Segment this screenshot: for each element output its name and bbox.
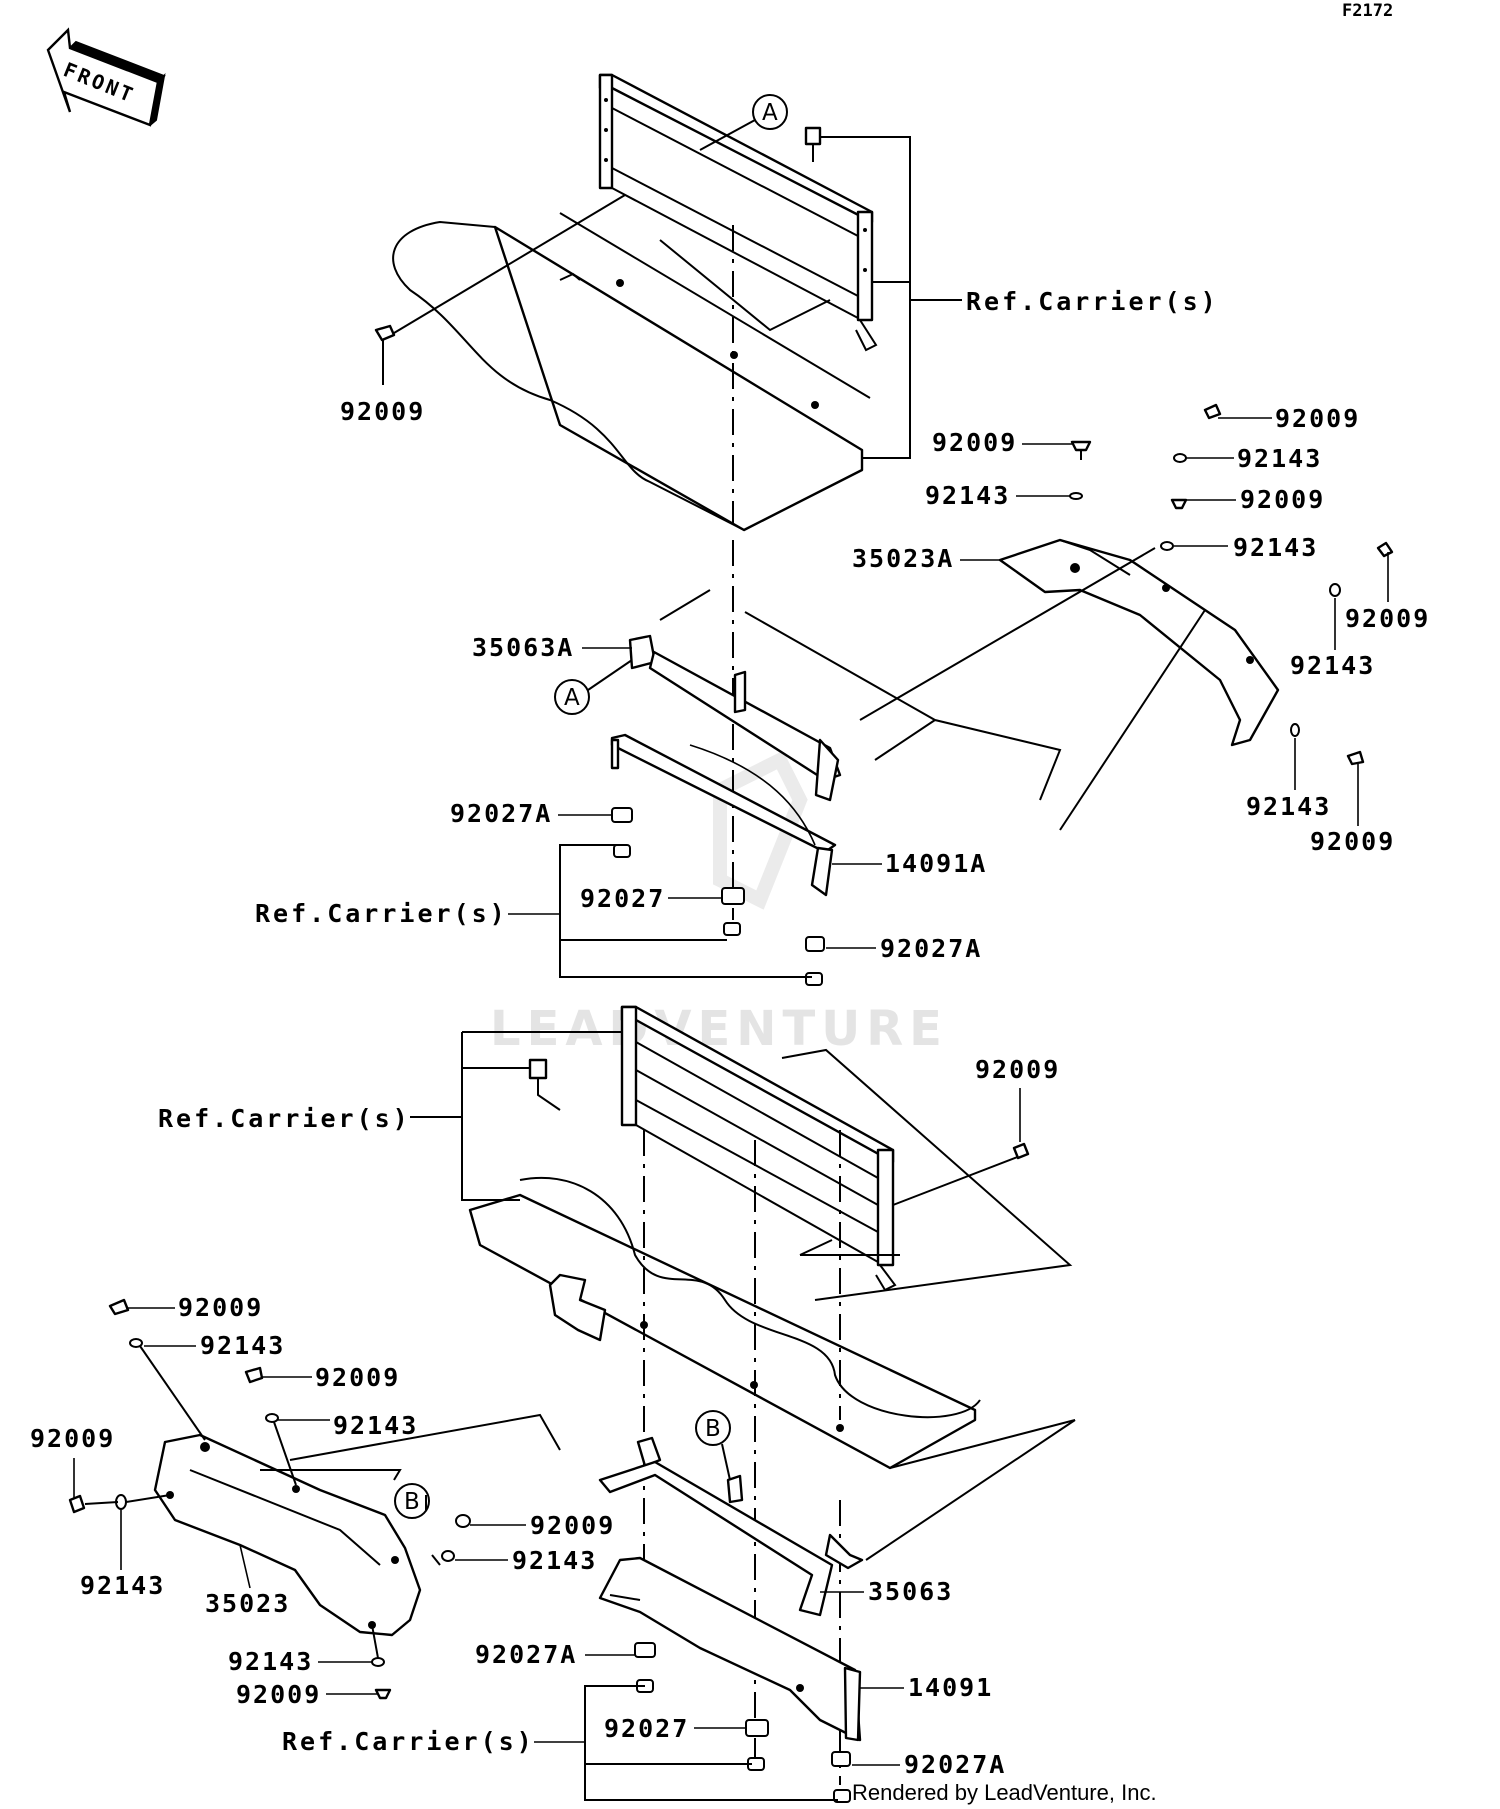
upper-ref-carrier-bracket <box>559 844 812 978</box>
lower-left-hardware <box>68 1298 471 1700</box>
label-92143-d: 92143 <box>1290 651 1375 680</box>
label-92009-c: 92009 <box>1240 485 1325 514</box>
upper-assembly: A A <box>374 73 1394 986</box>
upper-left-screw <box>374 194 626 385</box>
lower-nuts <box>634 1642 851 1803</box>
upper-tailgate-frame <box>598 73 878 352</box>
label-92009-lower-d: 92009 <box>530 1511 615 1540</box>
lower-bed-panel <box>468 1176 1076 1470</box>
label-92027A-upper-b: 92027A <box>880 934 982 963</box>
leadventure-watermark: LEADVENTURE <box>490 750 948 1057</box>
lower-screw-leader <box>892 1155 1021 1206</box>
label-ref-carrier-lower: Ref.Carrier(s) <box>282 1727 535 1756</box>
label-92143-lower-a: 92143 <box>200 1331 285 1360</box>
callout-b-right-label: B <box>705 1416 721 1442</box>
label-92009-lower-a: 92009 <box>178 1293 263 1322</box>
lower-bolt <box>462 1058 561 1111</box>
fender-35023 <box>153 1433 422 1637</box>
lower-assembly: B B <box>68 1005 1076 1803</box>
lower-ref-carrier-bracket <box>584 1685 838 1801</box>
label-92009-lower-e: 92009 <box>236 1680 321 1709</box>
callout-a-lower-label: A <box>564 685 580 711</box>
fender-a-link <box>744 611 1062 801</box>
label-92143-lower-e: 92143 <box>228 1647 313 1676</box>
upper-bolt <box>804 126 822 162</box>
label-92143-e: 92143 <box>1246 792 1331 821</box>
upper-ref-bracket <box>820 136 911 459</box>
bracket-14091A <box>610 733 837 897</box>
label-92009-lower-b: 92009 <box>315 1363 400 1392</box>
label-92009-b: 92009 <box>932 428 1017 457</box>
label-92009-lower-c: 92009 <box>30 1424 115 1453</box>
footer-credit: Rendered by LeadVenture, Inc. <box>852 1780 1157 1805</box>
label-92009-upper-left: 92009 <box>340 397 425 426</box>
label-92143-lower-b: 92143 <box>333 1411 418 1440</box>
label-92027A-lower-a: 92027A <box>475 1640 577 1669</box>
bracket-14091 <box>598 1556 862 1742</box>
front-direction-arrow-icon: FRONT <box>46 27 166 127</box>
callout-a-top: A <box>699 94 788 151</box>
label-92143-lower-c: 92143 <box>512 1546 597 1575</box>
label-92143-c: 92143 <box>1233 533 1318 562</box>
lower-ref-bracket <box>461 1032 520 1201</box>
callout-a-lower: A <box>554 659 633 715</box>
watermark-text: LEADVENTURE <box>490 1001 948 1057</box>
label-92009-lower-right: 92009 <box>975 1055 1060 1084</box>
fender-35023A <box>998 538 1280 747</box>
labels: Ref.Carrier(s) 92009 92009 92009 92143 9… <box>30 287 1430 1779</box>
callout-b-left: B <box>260 1469 441 1566</box>
label-35063A: 35063A <box>472 633 574 662</box>
lower-tailgate-frame <box>620 1005 897 1292</box>
callout-b-right: B <box>695 1410 731 1481</box>
label-ref-carrier-upper-left: Ref.Carrier(s) <box>255 899 508 928</box>
support-35063 <box>289 1413 1076 1617</box>
callout-b-left-label: B <box>404 1489 420 1515</box>
label-92027A-upper-a: 92027A <box>450 799 552 828</box>
label-35063: 35063 <box>868 1577 953 1606</box>
label-92143-a: 92143 <box>1237 444 1322 473</box>
label-92009-d: 92009 <box>1345 604 1430 633</box>
label-14091A: 14091A <box>885 849 987 878</box>
label-92027-upper: 92027 <box>580 884 665 913</box>
upper-bed-panel <box>392 212 871 532</box>
label-92009-e: 92009 <box>1310 827 1395 856</box>
label-ref-carrier-upper-right: Ref.Carrier(s) <box>966 287 1219 316</box>
label-92027-lower: 92027 <box>604 1714 689 1743</box>
upper-leader-line <box>659 239 831 332</box>
label-92009-a: 92009 <box>1275 404 1360 433</box>
callout-a-top-label: A <box>762 100 778 126</box>
label-92143-b: 92143 <box>925 481 1010 510</box>
label-35023: 35023 <box>205 1589 290 1618</box>
figure-id: F2172 <box>1342 1 1393 21</box>
label-14091: 14091 <box>908 1673 993 1702</box>
label-35023A: 35023A <box>852 544 954 573</box>
label-92143-lower-d: 92143 <box>80 1571 165 1600</box>
label-ref-carrier-lower-left: Ref.Carrier(s) <box>158 1104 411 1133</box>
support-35063A <box>628 589 842 802</box>
label-92027A-lower-b: 92027A <box>904 1750 1006 1779</box>
